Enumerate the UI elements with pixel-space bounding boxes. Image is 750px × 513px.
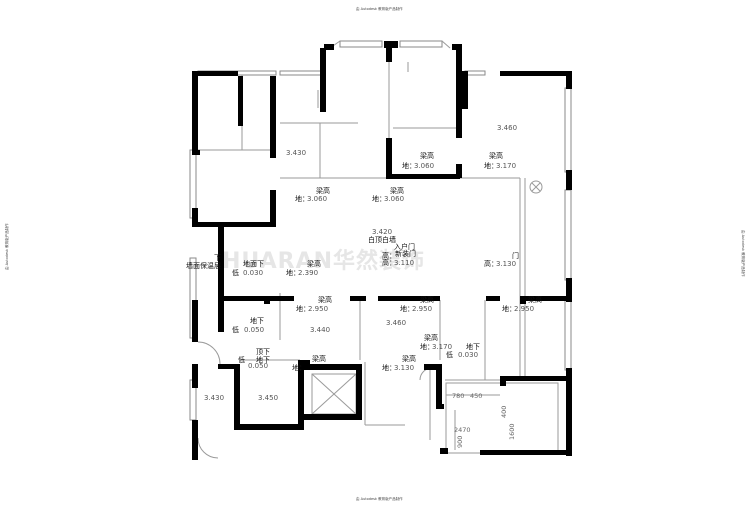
floor-down-label: 地面下 — [243, 259, 264, 268]
floor-prefix: 地： — [420, 342, 434, 351]
ceiling-height-bottom-left: 3.430 — [204, 394, 224, 402]
beam-label: 梁高 — [307, 259, 321, 268]
left-side-caption: 由 Autodesk 教育版产品制作 — [4, 223, 9, 270]
wall-insulation-label: 墙面保温层 — [186, 261, 221, 270]
floor-prefix: 地： — [295, 194, 309, 203]
floor-prefix: 地： — [292, 363, 306, 372]
ceiling-height-lower-mid: 3.460 — [386, 319, 406, 327]
beam-label: 梁高 — [489, 151, 503, 160]
low-label: 低 — [232, 268, 239, 277]
dimension: 900 — [456, 436, 464, 448]
new-door-label: 新装门 — [395, 249, 416, 258]
ceiling-height-bottom: 3.450 — [258, 394, 278, 402]
door-height-right: 3.130 — [496, 260, 516, 268]
low-label: 低 — [232, 325, 239, 334]
floor-level: 2.950 — [308, 305, 328, 313]
height-prefix: 高： — [484, 259, 498, 268]
floor-level: 3.130 — [394, 364, 414, 372]
door-height: 3.110 — [394, 259, 414, 267]
room-labels: 3.460 梁高 地： 3.170 梁高 地： 3.060 3.430 梁高 地… — [186, 124, 542, 448]
floor-level: 0.030 — [243, 269, 263, 277]
floor-level: 2.950 — [412, 305, 432, 313]
down-label: 下 — [214, 254, 221, 262]
low-label: 低 — [446, 350, 453, 359]
dimension: 1600 — [508, 423, 516, 440]
floor-level: 0.050 — [244, 326, 264, 334]
entry-door-label: 入户门 — [394, 242, 415, 251]
header-caption: 由 Autodesk 教育版产品制作 — [356, 6, 403, 11]
height-prefix: 高： — [382, 251, 396, 260]
floor-level: 3.170 — [496, 162, 516, 170]
floor-level: 2.950 — [514, 305, 534, 313]
ceiling-height-living: 3.420 — [372, 228, 392, 236]
walls — [192, 41, 572, 460]
floor-level: 3.060 — [307, 195, 327, 203]
dimension: 2470 — [454, 426, 471, 434]
door-label: 门 — [512, 251, 519, 260]
beam-label: 梁高 — [390, 186, 404, 195]
floor-level: 2.390 — [298, 269, 318, 277]
floor-level: 3.170 — [432, 343, 452, 351]
low-label: 低 — [238, 355, 245, 364]
footer-caption: 由 Autodesk 教育版产品制作 — [356, 496, 403, 501]
dimension: 450 — [470, 392, 482, 400]
floor-level: 3.060 — [414, 162, 434, 170]
floor-prefix: 地： — [484, 161, 498, 170]
floor-prefix: 地： — [402, 161, 416, 170]
floor-level: 0.030 — [458, 351, 478, 359]
floor-prefix: 地： — [400, 304, 414, 313]
ceiling-finish: 白顶白墙 — [368, 235, 396, 244]
beam-label: 梁高 — [312, 354, 326, 363]
beam-label: 梁高 — [402, 354, 416, 363]
floor-level: 3.060 — [384, 195, 404, 203]
thin-lines — [189, 40, 572, 459]
top-down-label: 顶下 — [256, 348, 270, 356]
beam-label: 梁高 — [420, 295, 434, 304]
beam-label: 梁高 — [528, 295, 542, 304]
ceiling-height-top-right: 3.460 — [497, 124, 517, 132]
underfloor-label: 地下 — [466, 342, 480, 351]
floor-level: 0.050 — [248, 362, 268, 370]
floor-prefix: 地： — [372, 194, 386, 203]
right-side-caption: 由 Autodesk 教育版产品制作 — [741, 230, 746, 277]
underfloor-label: 地下 — [256, 355, 270, 364]
ceiling-height-lower-left: 3.440 — [310, 326, 330, 334]
floor-prefix: 地： — [296, 304, 310, 313]
beam-label: 梁高 — [316, 186, 330, 195]
ceiling-height-top-left: 3.430 — [286, 149, 306, 157]
watermark: HUARAN华然装饰 — [222, 248, 425, 274]
height-prefix: 高： — [382, 258, 396, 267]
floor-prefix: 地： — [286, 268, 300, 277]
beam-label: 梁高 — [420, 151, 434, 160]
dimension: 400 — [500, 406, 508, 418]
dimension: 780 — [452, 392, 464, 400]
beam-label: 梁高 — [318, 295, 332, 304]
floor-prefix: 地： — [502, 304, 516, 313]
beam-label: 梁高 — [424, 333, 438, 342]
floor-prefix: 地： — [382, 363, 396, 372]
underfloor-label: 地下 — [250, 316, 264, 325]
